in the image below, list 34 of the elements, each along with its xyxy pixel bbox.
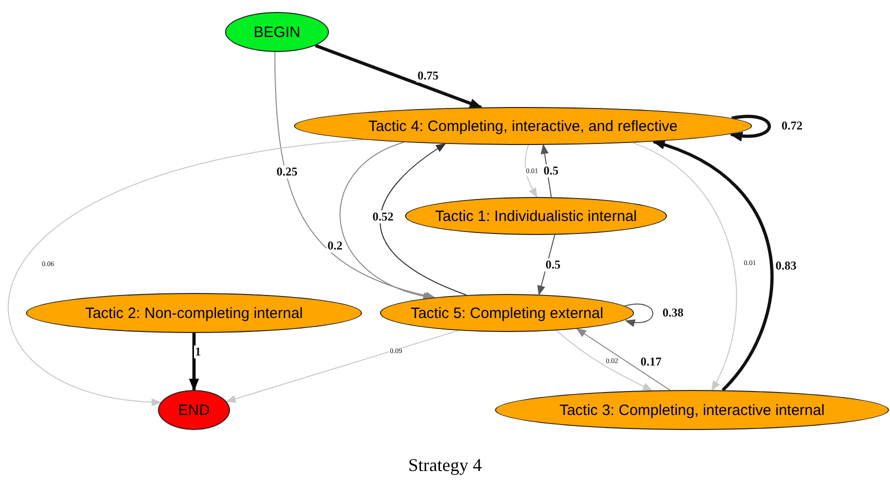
arrow	[189, 333, 199, 392]
arrow	[556, 330, 653, 391]
edge-label: 0.83	[774, 259, 798, 273]
node-label: Tactic 4: Completing, interactive, and reflective	[368, 118, 678, 134]
node-label: Tactic 2: Non-completing internal	[85, 304, 303, 322]
edge-label: 0.38	[662, 306, 684, 320]
arrow	[380, 143, 467, 296]
edge-label: 0.5	[544, 258, 562, 272]
arrow	[652, 140, 774, 392]
arrow	[576, 328, 670, 391]
arrow	[274, 51, 436, 300]
edge-label: 0.2	[326, 239, 344, 253]
state-ellipse	[158, 390, 230, 430]
node-label: Tactic 3: Completing, interactive internal	[559, 402, 825, 418]
node-label: Tactic 1: Individualistic internal	[435, 208, 637, 224]
edge-label: 0.72	[780, 119, 804, 133]
arrow	[524, 144, 538, 198]
arrow	[632, 142, 738, 391]
loop-arrow	[624, 304, 654, 326]
arrow	[537, 234, 556, 296]
node-label: END	[178, 402, 210, 418]
arrow	[8, 139, 364, 406]
node-label: Tactic 5: Completing external	[410, 304, 604, 322]
node-label: BEGIN	[254, 24, 300, 40]
caption: Strategy 4	[407, 455, 483, 476]
edge-label: 0.75	[416, 69, 440, 83]
arrow	[314, 44, 482, 109]
edge-label: 0.52	[372, 210, 394, 224]
loop-arrow	[730, 115, 771, 141]
edge-label: 0.5	[542, 164, 560, 178]
edge-label: 0.25	[276, 165, 298, 179]
edge-label: 1	[194, 345, 202, 359]
edge-label: 0.17	[640, 355, 662, 369]
state-ellipse	[380, 294, 634, 332]
